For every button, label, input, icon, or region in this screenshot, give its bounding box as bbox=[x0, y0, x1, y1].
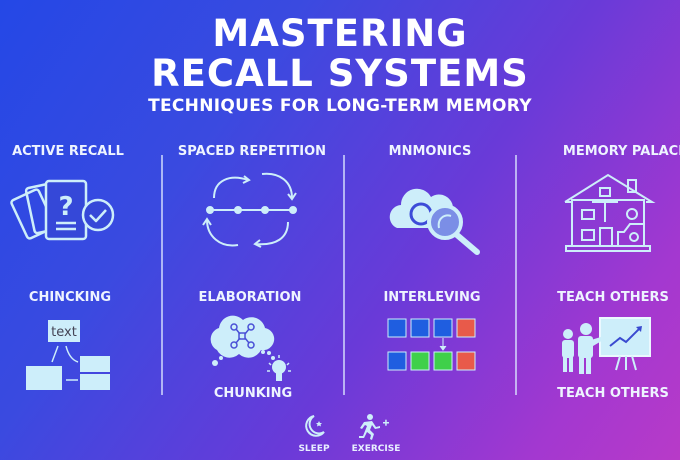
section-heading-mnemonics: MNMONICS bbox=[388, 144, 472, 159]
running-person-icon bbox=[359, 414, 389, 440]
color-blocks-icon bbox=[387, 318, 476, 371]
moon-star-icon bbox=[305, 415, 325, 437]
text-blocks-icon: text bbox=[26, 320, 110, 390]
section-heading-chincking: CHINCKING bbox=[28, 290, 112, 305]
subtitle: TECHNIQUES FOR LONG-TERM MEMORY bbox=[148, 96, 532, 116]
divider bbox=[515, 155, 517, 395]
footer-label-exercise: EXERCISE bbox=[351, 444, 401, 454]
flashcards-check-icon: ? bbox=[10, 179, 115, 241]
label-chunking: CHUNKING bbox=[213, 386, 293, 401]
cloud-magnifier-icon bbox=[389, 188, 480, 255]
house-rooms-icon bbox=[564, 173, 656, 252]
thought-bulb-icon bbox=[210, 315, 291, 381]
title-line2: RECALL SYSTEMS bbox=[151, 52, 529, 95]
cycle-timeline-icon bbox=[202, 172, 297, 248]
section-heading-active-recall: ACTIVE RECALL bbox=[12, 144, 124, 159]
svg-text:text: text bbox=[51, 325, 77, 340]
divider bbox=[343, 155, 345, 395]
teacher-board-icon bbox=[562, 317, 651, 374]
footer-label-sleep: SLEEP bbox=[298, 444, 330, 454]
label-teach-others: TEACH OTHERS bbox=[557, 386, 669, 401]
svg-text:?: ? bbox=[58, 192, 73, 222]
section-heading-memory-palace: MEMORY PALACE bbox=[562, 144, 680, 159]
section-heading-spaced-repetition: SPACED REPETITION bbox=[177, 144, 327, 159]
section-heading-interleving: INTERLEVING bbox=[383, 290, 481, 305]
divider bbox=[161, 155, 163, 395]
section-heading-teach-others: TEACH OTHERS bbox=[557, 290, 669, 305]
title-line1: MASTERING bbox=[212, 12, 468, 55]
section-heading-elaboration: ELABORATION bbox=[198, 290, 302, 305]
